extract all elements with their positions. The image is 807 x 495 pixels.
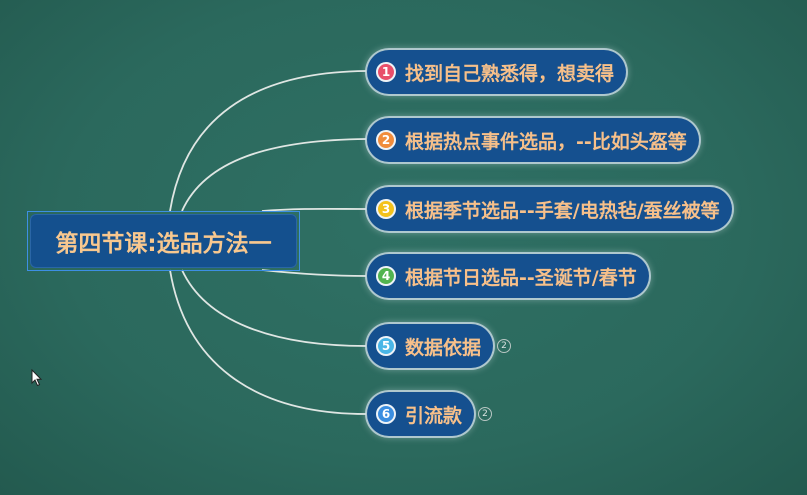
central-topic-label: 第四节课:选品方法一 bbox=[55, 231, 272, 257]
branch-topic-label: 引流款 bbox=[405, 404, 463, 427]
branch-topic-box[interactable]: 5 数据依据 bbox=[367, 324, 494, 368]
branch-topic-label: 数据依据 bbox=[405, 336, 482, 359]
connector-line-3 bbox=[261, 207, 367, 212]
central-topic[interactable]: 第四节课:选品方法一 bbox=[27, 211, 300, 271]
connector-line-2 bbox=[181, 138, 367, 212]
branch-topic-box[interactable]: 2 根据热点事件选品，--比如头盔等 bbox=[367, 118, 699, 162]
branch-topic-4[interactable]: 4 根据节日选品--圣诞节/春节 bbox=[367, 254, 649, 298]
branch-topic-box[interactable]: 6 引流款 bbox=[367, 392, 475, 436]
mouse-pointer-icon bbox=[31, 369, 43, 387]
connector-line-5 bbox=[181, 269, 367, 347]
priority-3-icon: 3 bbox=[376, 199, 396, 219]
branch-topic-1[interactable]: 1 找到自己熟悉得，想卖得 bbox=[367, 50, 627, 94]
branch-topic-3[interactable]: 3 根据季节选品--手套/电热毡/蚕丝被等 bbox=[367, 187, 732, 231]
branch-topic-label: 找到自己熟悉得，想卖得 bbox=[405, 62, 615, 85]
branch-topic-box[interactable]: 1 找到自己熟悉得，想卖得 bbox=[367, 50, 627, 94]
priority-2-icon: 2 bbox=[376, 130, 396, 150]
collapsed-children-icon[interactable]: 2 bbox=[478, 407, 493, 421]
branch-topic-box[interactable]: 3 根据季节选品--手套/电热毡/蚕丝被等 bbox=[367, 187, 732, 231]
connector-line-6 bbox=[169, 269, 367, 415]
connector-line-4 bbox=[261, 269, 367, 277]
central-topic-box[interactable]: 第四节课:选品方法一 bbox=[30, 214, 297, 268]
branch-topic-2[interactable]: 2 根据热点事件选品，--比如头盔等 bbox=[367, 118, 699, 162]
collapsed-children-icon[interactable]: 2 bbox=[497, 339, 512, 353]
branch-topic-5[interactable]: 5 数据依据 2 bbox=[367, 324, 512, 368]
priority-6-icon: 6 bbox=[376, 404, 396, 424]
branch-topic-label: 根据节日选品--圣诞节/春节 bbox=[405, 266, 637, 289]
branch-topic-box[interactable]: 4 根据节日选品--圣诞节/春节 bbox=[367, 254, 649, 298]
branch-topic-6[interactable]: 6 引流款 2 bbox=[367, 392, 493, 436]
priority-1-icon: 1 bbox=[376, 62, 396, 82]
branch-topic-label: 根据季节选品--手套/电热毡/蚕丝被等 bbox=[405, 199, 720, 222]
priority-4-icon: 4 bbox=[376, 266, 396, 286]
priority-5-icon: 5 bbox=[376, 336, 396, 356]
connector-line-1 bbox=[169, 70, 367, 212]
branch-topic-label: 根据热点事件选品，--比如头盔等 bbox=[405, 130, 687, 153]
